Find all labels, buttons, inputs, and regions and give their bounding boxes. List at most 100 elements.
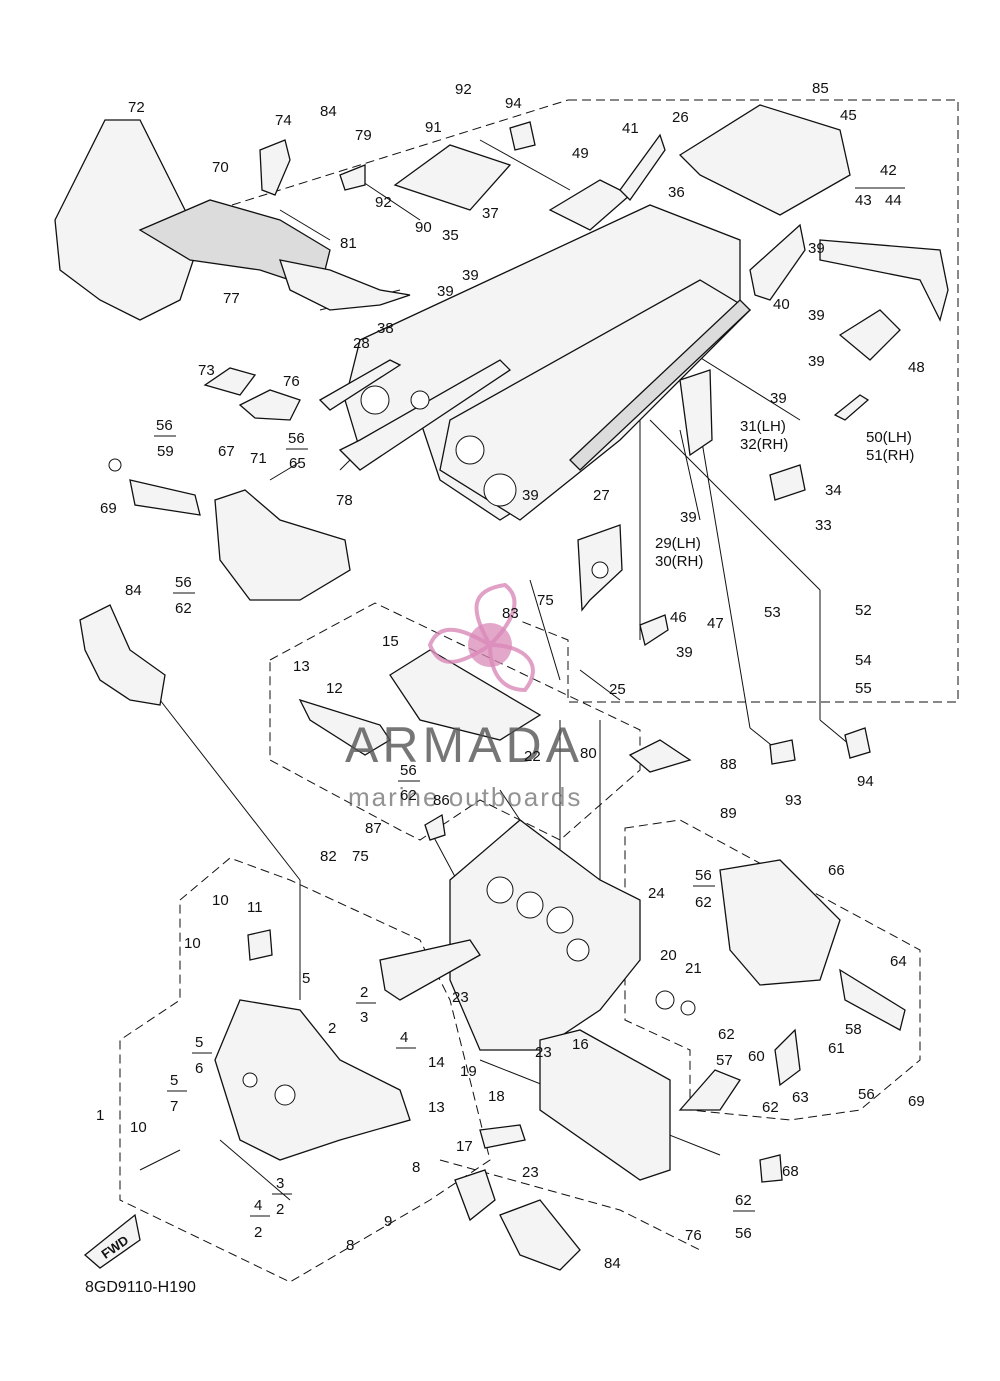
- label-39-d: 39: [808, 307, 825, 324]
- rail-28: [318, 359, 402, 411]
- part-31-32: [679, 369, 713, 457]
- label-42: 42: [880, 162, 897, 179]
- label-69: 69: [100, 500, 117, 517]
- part-50-51: [833, 394, 870, 421]
- part-86: [424, 813, 446, 841]
- label-81: 81: [340, 235, 357, 252]
- fwd-arrow-shape: [83, 1213, 141, 1269]
- label-90: 90: [415, 219, 432, 236]
- label-8: 8: [412, 1159, 420, 1176]
- part-93: [769, 739, 796, 765]
- label-55: 55: [855, 680, 872, 697]
- front-lower-frame: [214, 929, 411, 1161]
- label-24: 24: [648, 885, 665, 902]
- label-56-a: 56: [156, 417, 173, 434]
- label-16: 16: [572, 1036, 589, 1053]
- label-37: 37: [482, 205, 499, 222]
- label-22: 22: [524, 748, 541, 765]
- label-10-b: 10: [184, 935, 201, 952]
- label-84: 84: [320, 103, 337, 120]
- label-87: 87: [365, 820, 382, 837]
- label-62-e: 62: [762, 1099, 779, 1116]
- label-62-d: 62: [718, 1026, 735, 1043]
- label-2-b: 2: [328, 1020, 336, 1037]
- part-59: [129, 479, 201, 516]
- label-12: 12: [326, 680, 343, 697]
- part-94-a: [509, 121, 536, 151]
- label-25: 25: [609, 681, 626, 698]
- label-35: 35: [442, 227, 459, 244]
- label-39-f: 39: [770, 390, 787, 407]
- part-labels: 72 74 84 79 92 91 94 85 45 26 41 49 42 4…: [96, 80, 925, 1272]
- label-28: 28: [353, 335, 370, 352]
- part-66: [719, 859, 841, 986]
- label-20: 20: [660, 947, 677, 964]
- label-5-b: 5: [195, 1034, 203, 1051]
- label-68: 68: [782, 1163, 799, 1180]
- label-62-f: 62: [735, 1192, 752, 1209]
- label-2: 2: [360, 984, 368, 1001]
- part-48: [838, 309, 901, 361]
- label-62-c: 62: [695, 894, 712, 911]
- label-60: 60: [748, 1048, 765, 1065]
- label-66: 66: [828, 862, 845, 879]
- label-23-c: 23: [522, 1164, 539, 1181]
- part-67: [214, 489, 351, 601]
- label-56-b: 56: [288, 430, 305, 447]
- watermark-brand: ARMADA: [345, 717, 583, 773]
- label-94: 94: [505, 95, 522, 112]
- label-61: 61: [828, 1040, 845, 1057]
- label-94-b: 94: [857, 773, 874, 790]
- label-62-b: 62: [400, 787, 417, 804]
- label-39-e: 39: [808, 353, 825, 370]
- part-60: [678, 1069, 741, 1111]
- part-71: [238, 389, 301, 421]
- part-16-radiator: [539, 1029, 671, 1181]
- label-41: 41: [622, 120, 639, 137]
- label-89: 89: [720, 805, 737, 822]
- label-59: 59: [157, 443, 174, 460]
- label-34: 34: [825, 482, 842, 499]
- part-5-frame: [214, 999, 411, 1161]
- label-63: 63: [792, 1089, 809, 1106]
- part-cover: [454, 1169, 496, 1222]
- label-19: 19: [460, 1063, 477, 1080]
- label-47: 47: [707, 615, 724, 632]
- main-subframe: [449, 819, 641, 1051]
- label-75-b: 75: [352, 848, 369, 865]
- label-8-b: 8: [346, 1237, 354, 1254]
- label-62-a: 62: [175, 600, 192, 617]
- label-2-d: 2: [254, 1224, 262, 1241]
- label-36: 36: [668, 184, 685, 201]
- label-30: 30(RH): [655, 553, 703, 570]
- label-84-c: 84: [604, 1255, 621, 1272]
- label-70: 70: [212, 159, 229, 176]
- label-31: 31(LH): [740, 418, 786, 435]
- label-3-b: 3: [276, 1175, 284, 1192]
- label-85: 85: [812, 80, 829, 97]
- label-74: 74: [275, 112, 292, 129]
- part-17-18: [479, 1124, 526, 1149]
- side-rail-27: [569, 299, 751, 471]
- label-86: 86: [433, 792, 450, 809]
- label-1: 1: [96, 1107, 104, 1124]
- part-94-b: [844, 727, 871, 759]
- upper-frame-box: [231, 99, 569, 206]
- label-40: 40: [773, 296, 790, 313]
- front-cowl: [54, 119, 411, 706]
- label-83: 83: [502, 605, 519, 622]
- part-72: [54, 119, 201, 321]
- label-64: 64: [890, 953, 907, 970]
- label-43: 43: [855, 192, 872, 209]
- label-92-b: 92: [375, 194, 392, 211]
- label-15: 15: [382, 633, 399, 650]
- label-6: 6: [195, 1060, 203, 1077]
- label-56-d: 56: [400, 762, 417, 779]
- label-10: 10: [212, 892, 229, 909]
- watermark: ARMADA marine outboards: [345, 582, 583, 812]
- label-39-i: 39: [676, 644, 693, 661]
- label-65: 65: [289, 455, 306, 472]
- label-93: 93: [785, 792, 802, 809]
- label-82: 82: [320, 848, 337, 865]
